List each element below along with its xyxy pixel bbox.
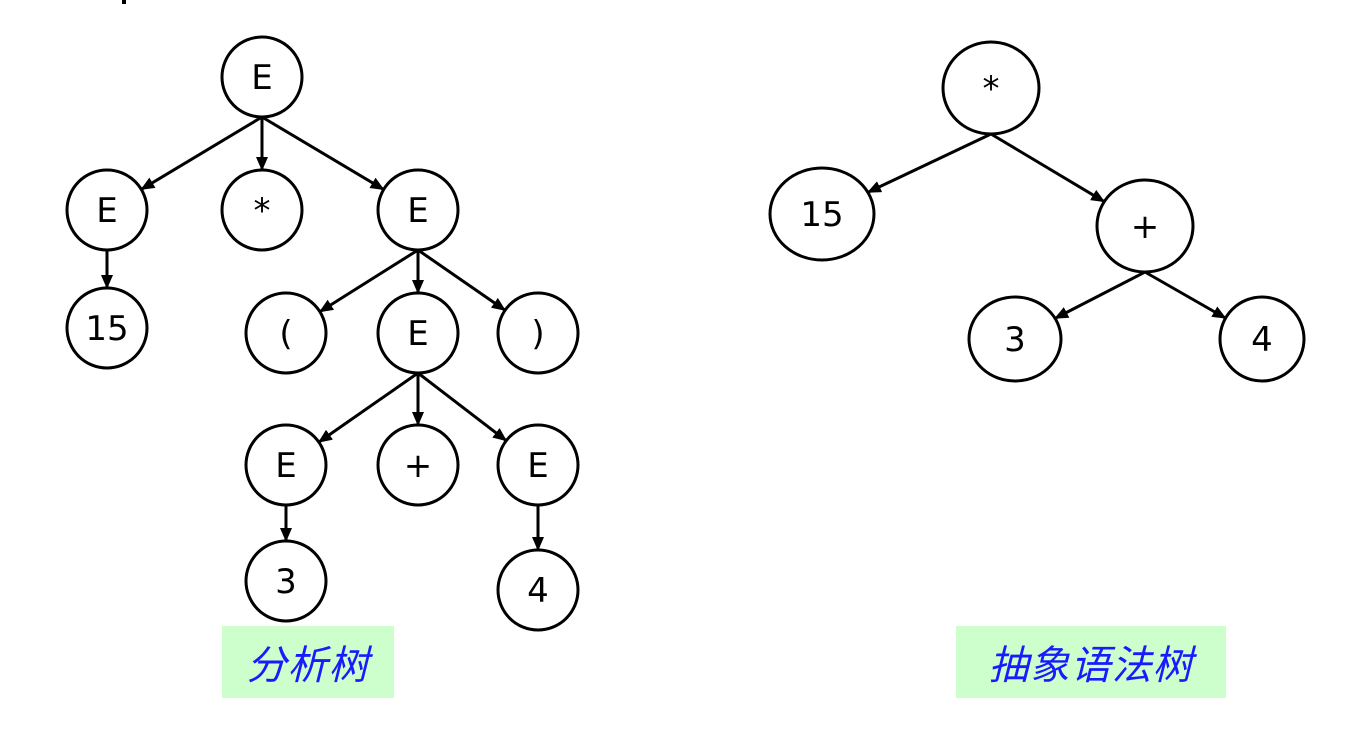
- parse-tree-node-label-lparen: (: [279, 314, 292, 354]
- parse-tree-edge-e2-to-lparen: [319, 248, 419, 313]
- ast-node-label-star: *: [983, 69, 1000, 109]
- parse-tree-node-label-15: 15: [85, 309, 128, 349]
- parse-tree-node-circle: [244, 291, 328, 375]
- parse-tree-node-star: *: [220, 168, 304, 252]
- ast-node-4: 4: [1218, 295, 1306, 383]
- ast-node-label-4: 4: [1251, 320, 1273, 360]
- parse-tree-node-circle: [244, 539, 328, 623]
- parse-tree-edge-e3-to-e5: [417, 371, 508, 442]
- ast-node-circle: [941, 40, 1041, 136]
- ast-caption: 抽象语法树: [956, 626, 1226, 698]
- ast-node-3: 3: [967, 295, 1063, 383]
- parse-tree-node-e1: E: [65, 168, 149, 252]
- parse-tree-node-rparen: ): [496, 291, 580, 375]
- ast-edge-plus-to-3: [1054, 270, 1146, 320]
- parse-tree-node-label-e: E: [407, 314, 428, 354]
- parse-tree-node-circle: [65, 286, 149, 370]
- parse-tree-node-label-star: *: [254, 191, 271, 231]
- parse-tree-node-circle: [220, 168, 304, 252]
- ast-node-15: 15: [768, 166, 876, 262]
- ast-edge-plus-to-4: [1144, 270, 1227, 320]
- parse-tree-node-4: 4: [496, 548, 580, 632]
- ast-node-label-plus: +: [1131, 207, 1160, 247]
- parse-tree-node-label-plus: +: [404, 446, 433, 486]
- parse-tree-node-circle: [496, 423, 580, 507]
- parse-tree-node-label-e: E: [275, 446, 296, 486]
- parse-tree-node-root: E: [220, 35, 304, 119]
- corner-mark: [122, 0, 126, 4]
- ast-edge-star-to-15: [866, 132, 992, 194]
- parse-tree-node-circle: [376, 168, 460, 252]
- parse-tree-node-label-e: E: [96, 191, 117, 231]
- parse-tree-node-circle: [220, 35, 304, 119]
- parse-tree-node-e4: E: [244, 423, 328, 507]
- parse-tree-caption: 分析树: [222, 626, 394, 698]
- parse-tree-caption-text: 分析树: [246, 643, 370, 689]
- parse-tree-node-label-e: E: [527, 446, 548, 486]
- parse-tree-node-label-4: 4: [527, 571, 549, 611]
- ast-node-label-15: 15: [800, 195, 843, 235]
- parse-tree-node-e2: E: [376, 168, 460, 252]
- ast-caption-text: 抽象语法树: [988, 643, 1194, 689]
- parse-tree-edge-root-to-e1: [140, 115, 263, 191]
- parse-tree-node-label-3: 3: [275, 562, 297, 602]
- parse-tree-node-15: 15: [65, 286, 149, 370]
- parse-tree-node-e5: E: [496, 423, 580, 507]
- parse-tree-node-circle: [376, 423, 460, 507]
- ast-node-circle: [1218, 295, 1306, 383]
- parse-tree-edge-e2-to-rparen: [417, 248, 506, 312]
- parse-tree-edge-e3-to-e4: [317, 371, 419, 444]
- ast-node-circle: [1095, 178, 1195, 274]
- edges-layer: [101, 115, 1227, 551]
- parse-tree-node-circle: [244, 423, 328, 507]
- ast-node-circle: [967, 295, 1063, 383]
- ast-node-star: *: [941, 40, 1041, 136]
- ast-node-label-3: 3: [1004, 320, 1026, 360]
- ast-edge-star-to-plus: [990, 132, 1106, 203]
- ast-node-circle: [768, 166, 876, 262]
- parse-tree-node-circle: [376, 291, 460, 375]
- parse-tree-node-circle: [65, 168, 149, 252]
- parse-tree-node-label-rparen: ): [531, 314, 544, 354]
- parse-tree-node-3: 3: [244, 539, 328, 623]
- parse-tree-node-plus: +: [376, 423, 460, 507]
- parse-tree-node-lparen: (: [244, 291, 328, 375]
- parse-tree-node-circle: [496, 291, 580, 375]
- parse-tree-node-circle: [496, 548, 580, 632]
- nodes-layer: E E * E 15 ( E) E + E 3 4 * 15 +3 4: [65, 35, 1306, 632]
- parse-tree-node-label-e: E: [251, 58, 272, 98]
- ast-node-plus: +: [1095, 178, 1195, 274]
- parse-tree-edge-root-to-e2: [261, 115, 385, 191]
- parse-tree-node-label-e: E: [407, 191, 428, 231]
- parse-tree-node-e3: E: [376, 291, 460, 375]
